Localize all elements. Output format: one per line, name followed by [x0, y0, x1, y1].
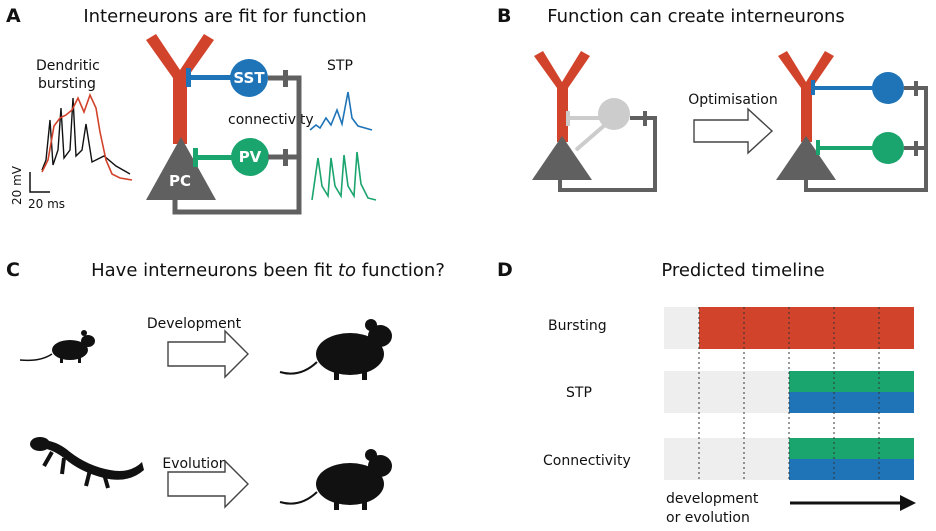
timeline-bar-1-red [699, 307, 914, 349]
optimisation-label: Optimisation [688, 92, 778, 108]
stp-trace-green [311, 151, 377, 201]
panel-c-title-pre: Have interneurons been fit [91, 260, 338, 281]
juvenile-mouse-icon [19, 330, 95, 363]
initial-pc-soma [532, 136, 592, 180]
sst-label: SST [233, 69, 265, 87]
voltage-traces [29, 92, 133, 193]
bursting-label: bursting [38, 76, 96, 92]
black-trace [41, 97, 131, 175]
panel-c-title: Have interneurons been fit to function? [91, 260, 445, 281]
panel-b: B Function can create interneurons Optim… [497, 5, 928, 192]
pv-synapse [193, 148, 198, 167]
pc-soma [146, 137, 216, 200]
opt-green-synapse [816, 140, 820, 155]
timeline-bar-3-green [789, 438, 914, 459]
opt-blue-input-synapse [914, 81, 918, 96]
development-arrow [167, 329, 249, 379]
opt-green-input-synapse [914, 141, 918, 156]
opt-blue-interneuron [872, 72, 904, 104]
pv-interneuron: PV [193, 138, 269, 176]
panel-c-letter: C [6, 259, 20, 281]
optimised-circuit [776, 51, 928, 192]
pv-input-synapse [283, 149, 288, 166]
initial-interneuron [598, 98, 630, 130]
adult-mouse-icon-evolution [279, 449, 392, 510]
sst-interneuron: SST [186, 59, 268, 97]
timeline-bar-3-blue [789, 459, 914, 480]
dendritic-label: Dendritic [36, 58, 100, 74]
scale-bar [29, 172, 50, 193]
stp-label: STP [327, 58, 353, 74]
sst-soma [230, 59, 268, 97]
scale-voltage-label: 20 mV [10, 165, 24, 205]
opt-green-interneuron [872, 132, 904, 164]
row-label-connectivity: Connectivity [543, 453, 631, 469]
panel-b-letter: B [497, 5, 511, 27]
panel-a-letter: A [6, 5, 21, 27]
initial-input-synapse [643, 111, 647, 126]
initial-dendrite [534, 51, 590, 142]
panel-b-title: Function can create interneurons [547, 6, 845, 27]
red-trace [41, 92, 133, 181]
panel-a-title: Interneurons are fit for function [83, 6, 366, 27]
sst-input-synapse [283, 70, 288, 87]
pc-neuron: PC [146, 34, 216, 200]
scale-time-label: 20 ms [28, 197, 65, 211]
connectivity-label: connectivity [228, 112, 314, 128]
evolution-arrow [167, 459, 249, 509]
axis-label-line1: development [666, 491, 759, 507]
opt-blue-synapse [811, 80, 815, 95]
panel-c: C Have interneurons been fit to function… [6, 259, 445, 510]
axis-arrow-head [900, 495, 916, 511]
pv-axon [194, 155, 234, 160]
panel-d-letter: D [497, 259, 513, 281]
pv-soma [231, 138, 269, 176]
opt-green-axon [818, 146, 878, 150]
opt-pc-soma [776, 136, 836, 180]
evolution-label: Evolution [162, 456, 227, 472]
dendrite-y [146, 34, 214, 144]
initial-circuit [532, 51, 657, 192]
panel-d-title: Predicted timeline [661, 260, 824, 281]
sst-synapse [186, 68, 191, 87]
initial-gray-axons [568, 116, 608, 152]
opt-dendrite [778, 51, 834, 142]
timeline-chart [664, 307, 914, 480]
stp-trace-blue [309, 91, 373, 131]
axis-label-line2: or evolution [666, 510, 750, 526]
panel-a: A Interneurons are fit for function Dend… [6, 5, 377, 215]
adult-mouse-icon-development [279, 319, 392, 380]
development-label: Development [147, 316, 242, 332]
row-label-bursting: Bursting [548, 318, 607, 334]
row-label-stp: STP [566, 385, 592, 401]
initial-gray-synapse [566, 111, 570, 126]
timeline-bar-2-blue [789, 392, 914, 413]
opt-blue-axon [812, 86, 878, 90]
salamander-icon [30, 437, 144, 489]
panel-c-title-post: function? [356, 260, 445, 281]
pc-label: PC [169, 172, 191, 190]
panel-c-title-em: to [338, 260, 356, 281]
sst-axon [187, 75, 233, 80]
timeline-bar-2-green [789, 371, 914, 392]
optimisation-arrow [693, 107, 774, 155]
pv-label: PV [239, 148, 262, 166]
panel-d: D Predicted timeline Bursting STP Connec… [497, 259, 916, 526]
